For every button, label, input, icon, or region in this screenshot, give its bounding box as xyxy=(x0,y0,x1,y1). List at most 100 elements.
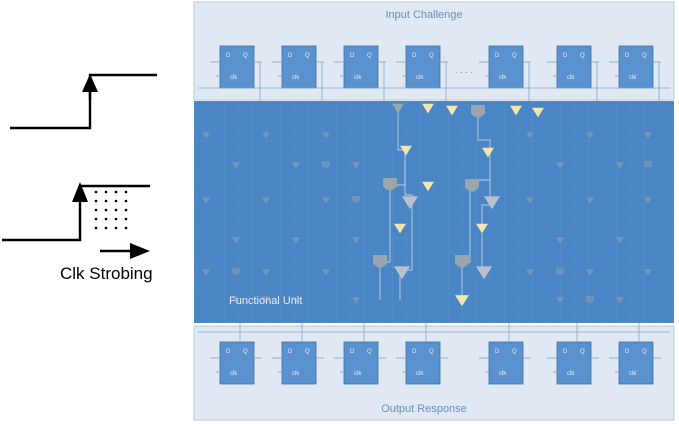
buffer-gate xyxy=(202,132,210,139)
flipflop-d-pin: D xyxy=(412,349,417,355)
flipflop-q-pin: Q xyxy=(429,53,434,59)
strobe-dot xyxy=(94,226,98,230)
strobe-dot xyxy=(104,190,108,194)
buffer-gate xyxy=(262,132,270,139)
buffer-gate xyxy=(526,269,534,276)
clock-waveform-top xyxy=(10,73,157,130)
flipflop-d-pin: D xyxy=(563,349,568,355)
logic-gate xyxy=(556,268,564,276)
logic-gate xyxy=(232,268,240,276)
buffer-gate xyxy=(616,237,624,244)
flipflop-d-pin: D xyxy=(625,349,630,355)
strobe-dot xyxy=(114,217,118,221)
path-gate xyxy=(392,103,404,114)
flipflop-clk-pin: clk xyxy=(567,75,575,81)
highlighted-buffer xyxy=(422,103,434,114)
strobe-dot xyxy=(94,199,98,203)
flipflop-d-pin: D xyxy=(563,53,568,59)
flipflop-q-pin: Q xyxy=(512,53,517,59)
clock-waveform-strobed xyxy=(2,182,150,259)
buffer-gate xyxy=(644,132,652,139)
logic-gate xyxy=(471,105,485,118)
buffer-gate xyxy=(262,269,270,276)
functional-unit: Functional Unit xyxy=(194,101,674,323)
buffer-gate xyxy=(352,237,360,244)
flipflop-q-pin: Q xyxy=(243,53,248,59)
highlighted-buffer xyxy=(394,223,406,234)
flipflop-q-pin: Q xyxy=(642,53,647,59)
strobe-dot xyxy=(94,217,98,221)
buffer-gate xyxy=(322,197,330,204)
buffer-gate xyxy=(526,132,534,139)
strobe-dot xyxy=(104,199,108,203)
flipflop-d-pin: D xyxy=(350,349,355,355)
flipflop-d-pin: D xyxy=(495,349,500,355)
buffer-gate xyxy=(292,237,300,244)
logic-gate xyxy=(262,296,270,304)
flipflop-clk-pin: clk xyxy=(230,75,238,81)
flipflop-clk-pin: clk xyxy=(629,75,637,81)
logic-gate xyxy=(322,161,330,169)
highlighted-buffer xyxy=(455,295,469,307)
highlighted-buffer xyxy=(510,105,522,116)
output-response-label: Output Response xyxy=(381,403,467,415)
flipflop-clk-pin: clk xyxy=(499,371,507,377)
highlighted-buffer xyxy=(400,145,412,156)
buffer-gate xyxy=(352,297,360,304)
buffer-gate xyxy=(556,237,564,244)
strobe-dot xyxy=(104,226,108,230)
arrowhead-strobed xyxy=(72,182,88,202)
flipflop-ellipsis: . . . . xyxy=(455,65,473,75)
buffer-gate xyxy=(644,269,652,276)
buffer-gate xyxy=(556,162,564,169)
buffer-gate xyxy=(292,297,300,304)
flipflop-q-pin: Q xyxy=(367,53,372,59)
input-challenge-label: Input Challenge xyxy=(385,9,462,21)
flipflop-q-pin: Q xyxy=(580,349,585,355)
buffer-gate xyxy=(352,162,360,169)
flipflop-q-pin: Q xyxy=(512,349,517,355)
highlighted-buffer xyxy=(476,223,488,234)
flipflop-clk-pin: clk xyxy=(629,371,637,377)
flipflop-q-pin: Q xyxy=(580,53,585,59)
buffer-gate xyxy=(232,162,240,169)
flipflop-d-pin: D xyxy=(226,349,231,355)
highlighted-buffer xyxy=(482,147,494,158)
buffer-gate xyxy=(322,132,330,139)
highlighted-buffer xyxy=(422,181,434,192)
path-gate xyxy=(402,196,418,210)
strobe-label: Clk Strobing xyxy=(60,264,153,283)
flipflop-d-pin: D xyxy=(625,53,630,59)
flipflop-d-pin: D xyxy=(495,53,500,59)
strobe-dot xyxy=(104,217,108,221)
flipflop-d-pin: D xyxy=(288,349,293,355)
strobe-dot xyxy=(94,190,98,194)
buffer-gate xyxy=(232,297,240,304)
functional-unit-gates xyxy=(202,132,652,304)
flipflop-clk-pin: clk xyxy=(230,371,238,377)
buffer-gate xyxy=(232,237,240,244)
flipflop-clk-pin: clk xyxy=(499,75,507,81)
flipflop-clk-pin: clk xyxy=(292,75,300,81)
logic-gate xyxy=(383,178,397,191)
flipflop-clk-pin: clk xyxy=(292,371,300,377)
flipflop-d-pin: D xyxy=(226,53,231,59)
logic-gate xyxy=(373,255,387,268)
functional-unit-label: Functional Unit xyxy=(229,295,302,307)
logic-gate xyxy=(352,196,360,204)
strobe-dot xyxy=(94,208,98,212)
strobe-dot xyxy=(124,208,128,212)
flipflop-q-pin: Q xyxy=(243,349,248,355)
strobe-dot xyxy=(124,226,128,230)
flipflop-d-pin: D xyxy=(350,53,355,59)
